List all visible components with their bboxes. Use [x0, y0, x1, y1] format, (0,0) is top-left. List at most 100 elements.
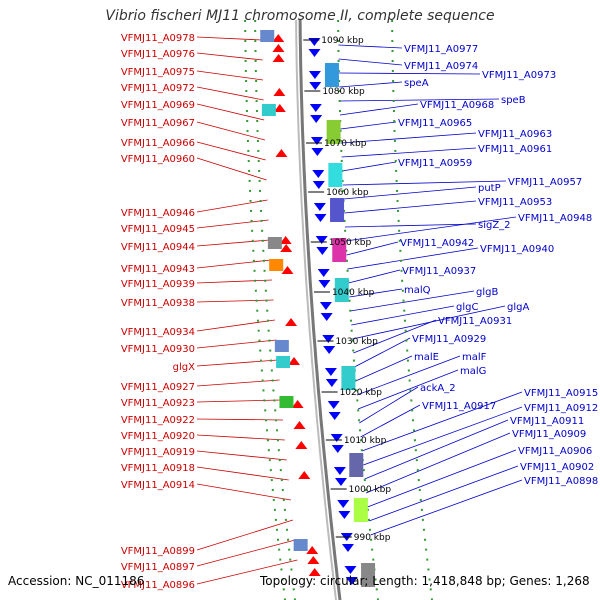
left-gene-label: VFMJ11_A0919 [121, 447, 195, 458]
left-gene-label: VFMJ11_A0943 [121, 264, 195, 275]
right-gene-label: VFMJ11_A0948 [518, 213, 592, 224]
reverse-gene-arrow [344, 566, 357, 574]
left-gene-label: VFMJ11_A0967 [121, 118, 195, 129]
forward-gene-arrow [273, 88, 286, 96]
right-label-leader [359, 386, 419, 424]
left-gene-label: VFMJ11_A0976 [121, 49, 195, 60]
right-gene-label: VFMJ11_A0977 [404, 44, 478, 55]
right-gene-label: malQ [404, 285, 431, 296]
reverse-gene-arrow [323, 346, 336, 354]
right-gene-label: VFMJ11_A0957 [508, 177, 582, 188]
left-label-leader [196, 70, 264, 81]
forward-gene-arrow [279, 236, 292, 244]
right-label-leader [368, 465, 519, 522]
right-label-leader [361, 391, 523, 452]
scale-tick-label: 1010 kbp [344, 436, 387, 446]
forward-gene-arrow [293, 421, 306, 429]
forward-gene-block [274, 340, 289, 352]
reverse-gene-block [332, 238, 347, 262]
reverse-gene-block [328, 163, 343, 187]
right-label-leader [360, 404, 421, 438]
reverse-gene-block [334, 278, 349, 302]
right-gene-label: VFMJ11_A0929 [412, 334, 486, 345]
scale-tick-label: 1000 kbp [349, 485, 392, 495]
right-label-leader [354, 337, 411, 368]
right-label-leader [338, 58, 403, 66]
scale-tick-label: 990 kbp [354, 533, 391, 543]
left-label-leader [196, 279, 273, 284]
left-label-leader [196, 157, 267, 181]
forward-gene-arrow [273, 104, 286, 112]
right-gene-label: putP [478, 183, 501, 194]
right-gene-label: VFMJ11_A0909 [512, 429, 586, 440]
left-gene-label: glgX [173, 362, 195, 373]
forward-gene-block [261, 104, 276, 116]
left-gene-label: VFMJ11_A0934 [121, 327, 195, 338]
reverse-gene-arrow [315, 236, 328, 244]
right-gene-label: VFMJ11_A0974 [404, 61, 478, 72]
reverse-gene-arrow [345, 577, 358, 585]
left-gene-label: VFMJ11_A0922 [121, 415, 195, 426]
right-label-leader [365, 432, 511, 494]
forward-gene-arrow [272, 44, 285, 52]
left-gene-label: VFMJ11_A0972 [121, 83, 195, 94]
left-label-leader [196, 483, 291, 501]
right-label-leader [363, 406, 523, 466]
reverse-gene-arrow [327, 401, 340, 409]
left-label-leader [196, 52, 263, 61]
reverse-gene-arrow [308, 38, 321, 46]
left-label-leader [196, 299, 274, 303]
forward-gene-arrow [275, 149, 288, 157]
left-label-leader [196, 399, 282, 403]
reverse-gene-arrow [309, 104, 322, 112]
forward-gene-arrow [280, 244, 293, 252]
left-label-leader [196, 559, 298, 585]
right-label-leader [370, 479, 523, 536]
reverse-gene-block [349, 453, 364, 477]
right-gene-label: speA [404, 78, 429, 89]
right-gene-label: glgB [476, 287, 498, 298]
right-gene-label: VFMJ11_A0963 [478, 129, 552, 140]
reverse-gene-arrow [317, 269, 330, 277]
right-gene-label: VFMJ11_A0917 [422, 401, 496, 412]
right-outer-frame [391, 19, 433, 600]
left-label-leader [196, 259, 271, 269]
backbone-line [298, 19, 342, 600]
right-gene-label: VFMJ11_A0959 [398, 158, 472, 169]
reverse-gene-arrow [333, 467, 346, 475]
forward-gene-block [260, 30, 275, 42]
reverse-gene-block [353, 498, 368, 522]
right-label-leader [356, 355, 461, 396]
topology-text: Topology: circular; Length: 1,418,848 bp… [260, 574, 590, 588]
right-gene-label: VFMJ11_A0968 [420, 100, 494, 111]
right-label-leader [339, 81, 403, 88]
reverse-gene-arrow [324, 368, 337, 376]
forward-gene-arrow [272, 54, 285, 62]
left-gene-label: VFMJ11_A0978 [121, 33, 195, 44]
map-title: Vibrio fischeri MJ11 chromosome II, comp… [105, 8, 495, 24]
left-gene-label: VFMJ11_A0969 [121, 100, 195, 111]
left-label-leader [196, 121, 266, 141]
left-gene-label: VFMJ11_A0945 [121, 224, 195, 235]
right-gene-label: VFMJ11_A0961 [478, 144, 552, 155]
left-label-leader [196, 539, 296, 567]
left-gene-label: VFMJ11_A0944 [121, 242, 195, 253]
right-label-leader [345, 216, 517, 242]
right-label-leader [338, 72, 481, 75]
left-gene-label: VFMJ11_A0966 [121, 138, 195, 149]
scale-tick-label: 1070 kbp [324, 139, 367, 149]
reverse-gene-arrow [328, 412, 341, 420]
right-label-leader [343, 186, 477, 200]
right-label-leader [357, 369, 459, 410]
left-label-leader [196, 450, 287, 461]
right-label-leader [352, 305, 506, 340]
right-label-leader [344, 200, 477, 214]
right-gene-label: ackA_2 [420, 383, 456, 394]
right-label-leader [338, 44, 403, 49]
reverse-gene-arrow [308, 49, 321, 57]
reverse-gene-arrow [325, 379, 338, 387]
reverse-gene-arrow [316, 247, 329, 255]
left-gene-label: VFMJ11_A0897 [121, 562, 195, 573]
left-label-leader [196, 519, 294, 551]
